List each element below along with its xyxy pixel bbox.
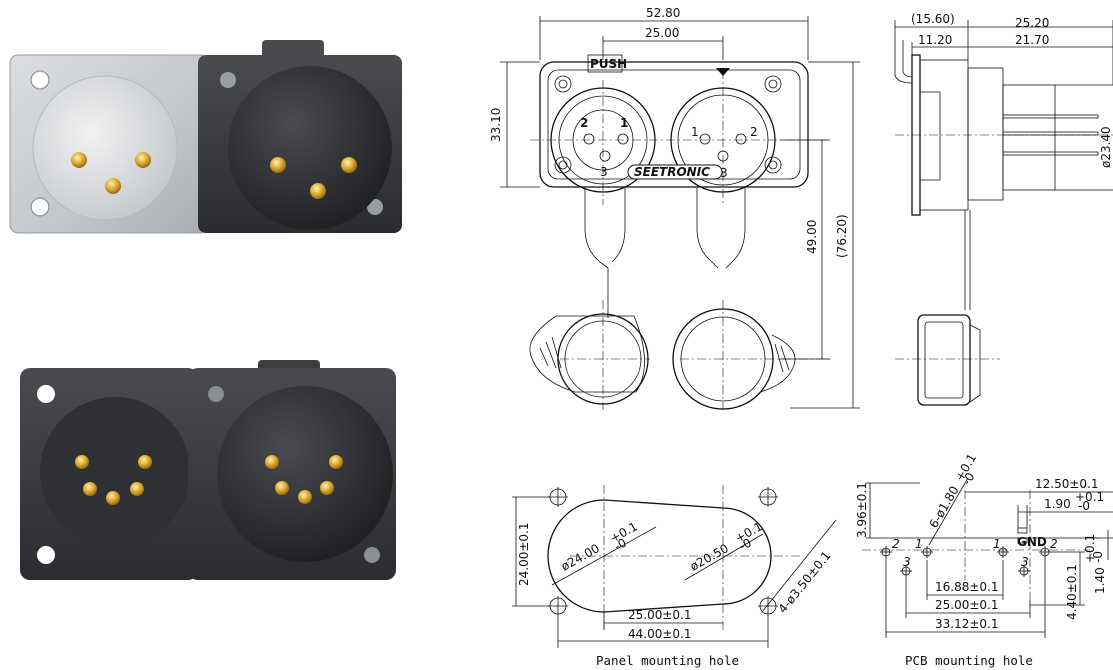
dim-panel-pitch: 25.00±0.1 [628, 608, 692, 622]
dim-pcb-pitch: 25.00±0.1 [935, 598, 999, 612]
pcb-pin-label: 1 [993, 537, 1001, 551]
dim-front-pitch: 25.00 [645, 26, 679, 40]
dim-side-body: 25.20 [1015, 16, 1049, 30]
dim-pcb-gnd-width: 1.90 [1044, 497, 1071, 511]
dim-pcb-gnd-tol-low: -0 [1078, 499, 1090, 513]
pcb-hole-caption: PCB mounting hole [905, 653, 1033, 668]
dim-pcb-height: 4.40±0.1 [1065, 564, 1079, 620]
dim-panel-dia-small-tol-low: -0 [737, 536, 754, 554]
pcb-pin-label: 3 [903, 555, 911, 569]
dim-pcb-gnd-height: 1.40 [1093, 567, 1107, 594]
gnd-label: GND [1017, 535, 1047, 549]
dim-pcb-pin-offset: 16.88±0.1 [935, 580, 999, 594]
dim-front-width: 52.80 [646, 6, 680, 20]
front-pin-label: 3 [720, 166, 728, 180]
front-pin-label: 1 [691, 125, 699, 139]
dim-pcb-total: 33.12±0.1 [935, 617, 999, 631]
pcb-mounting-hole: 2 1 3 1 2 3 GND 3.96±0.1 6-ø1.80 +0.1 -0… [855, 451, 1113, 668]
dim-side-flange: 11.20 [918, 33, 952, 47]
dim-side-dia: ø23.40 [1099, 126, 1113, 168]
panel-hole-caption: Panel mounting hole [596, 653, 739, 668]
pcb-pin-label: 2 [892, 537, 900, 551]
push-label: PUSH [590, 57, 627, 71]
photo-3pin-pins [71, 152, 151, 194]
dim-side-overall: (15.60) [911, 12, 955, 26]
pcb-pin-label: 1 [915, 537, 923, 551]
side-view: (15.60) 25.20 11.20 21.70 ø23.40 [894, 12, 1113, 406]
photo-3pin [9, 40, 402, 234]
dim-panel-dia-large-tol-low: -0 [612, 536, 629, 554]
front-pin-label: 1 [620, 116, 628, 130]
dim-side-pins: 21.70 [1015, 33, 1049, 47]
dim-pcb-gnd-tol: +0.1 [1075, 490, 1104, 504]
brand-label: SEETRONIC [634, 165, 710, 179]
dim-front-height: 33.10 [489, 108, 503, 142]
dim-front-cap-offset: 49.00 [805, 220, 819, 254]
photo-5pin-pins [75, 455, 152, 505]
dim-panel-width: 44.00±0.1 [628, 627, 692, 641]
dim-front-cap-height: (76.20) [835, 214, 849, 258]
front-pin-label: 2 [750, 125, 758, 139]
front-pin-label: 2 [580, 116, 588, 130]
photo-5pin [20, 360, 396, 580]
dim-panel-dia-small: ø20.50 [688, 541, 731, 573]
dim-pcb-holes: 6-ø1.80 [926, 484, 961, 531]
front-pin-label: 3 [600, 165, 608, 179]
dim-pcb-gnd-height-tol-low: -0 [1091, 551, 1105, 563]
dim-pcb-offset-y: 3.96±0.1 [855, 482, 869, 538]
panel-mounting-hole: ø24.00 +0.1 -0 ø20.50 +0.1 -0 4-ø3.50±0.… [512, 485, 837, 668]
dim-pcb-span: 12.50±0.1 [1035, 477, 1099, 491]
pcb-holes [880, 546, 1051, 577]
front-view: 2 1 3 PUSH 1 2 3 SEETRONIC [489, 6, 860, 410]
dim-panel-height: 24.00±0.1 [517, 523, 531, 587]
dim-panel-dia-large: ø24.00 [559, 541, 602, 573]
dim-pcb-gnd-height-tol: +0.1 [1083, 534, 1097, 563]
pcb-pin-label: 2 [1050, 537, 1058, 551]
pcb-pin-label: 3 [1021, 555, 1029, 569]
